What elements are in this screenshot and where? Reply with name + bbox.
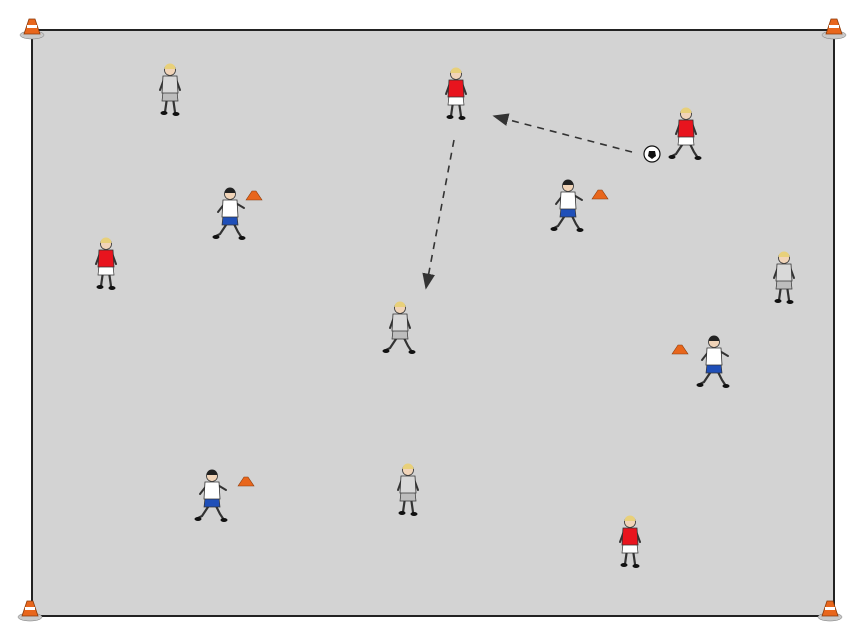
playing-area xyxy=(32,30,834,616)
ball-icon xyxy=(644,146,660,162)
